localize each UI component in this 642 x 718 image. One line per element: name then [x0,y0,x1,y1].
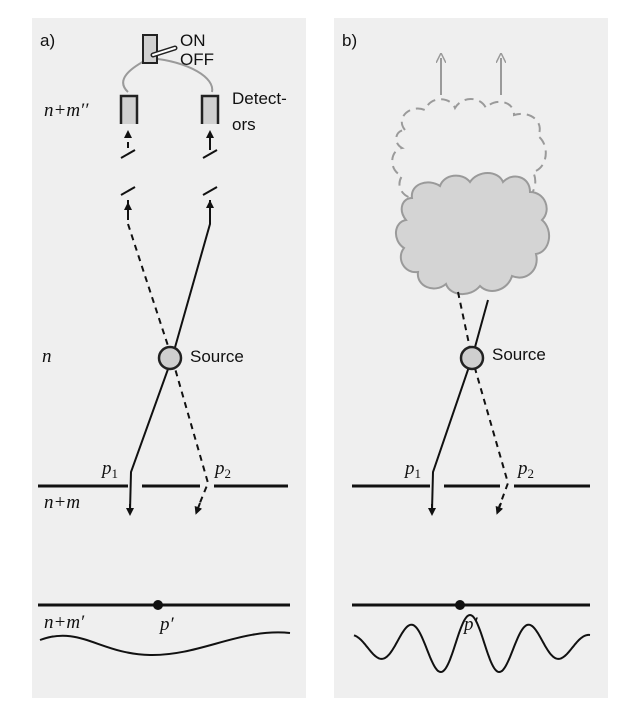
p-prime-label: p′ [158,614,175,635]
panel-a-label: a) [40,31,55,50]
p1-label: p1 [100,458,118,481]
switch-body [142,34,158,64]
detector-right [200,94,220,124]
point-p-prime [455,600,465,610]
level-label-top: n+m′′ [44,100,89,121]
break-mark-left-bottom [120,186,136,196]
detectors-label-line2: ors [232,115,256,134]
panel-b: b) Source p1 p2 p′ [334,18,608,698]
level-label-source: n [42,346,52,367]
panel-a: a) ON OFF Detect- ors n+m′′ [32,18,306,698]
p2-arrow [495,502,504,515]
p2-label: p2 [516,458,534,481]
detectors-label-line1: Detect- [232,89,287,108]
break-mark-left-top [120,149,136,159]
interference-pattern-curve [353,613,591,674]
break-mark-right-bottom [202,186,218,196]
break-mark-right-top [202,149,218,159]
point-p-prime [153,600,163,610]
panel-b-label: b) [342,31,357,50]
source-icon [157,345,183,371]
source-icon [459,345,485,371]
dashed-path-p2 [457,291,510,511]
p2-arrow [194,502,203,515]
solid-path-p1 [431,299,489,512]
p2-label: p2 [213,458,231,481]
on-off-switch: ON OFF [122,31,214,93]
source-label: Source [190,347,244,366]
cloud-icon [395,172,551,295]
switch-wire-right [149,57,214,93]
detector-left [119,94,139,124]
level-label-bottom: n+m′ [44,612,85,633]
switch-off-label: OFF [180,50,214,69]
source-label: Source [492,345,546,364]
p1-label: p1 [403,458,421,481]
p-prime-label: p′ [462,614,479,635]
level-label-screen: n+m [44,492,80,513]
no-interference-curve [39,631,291,657]
switch-on-label: ON [180,31,206,50]
